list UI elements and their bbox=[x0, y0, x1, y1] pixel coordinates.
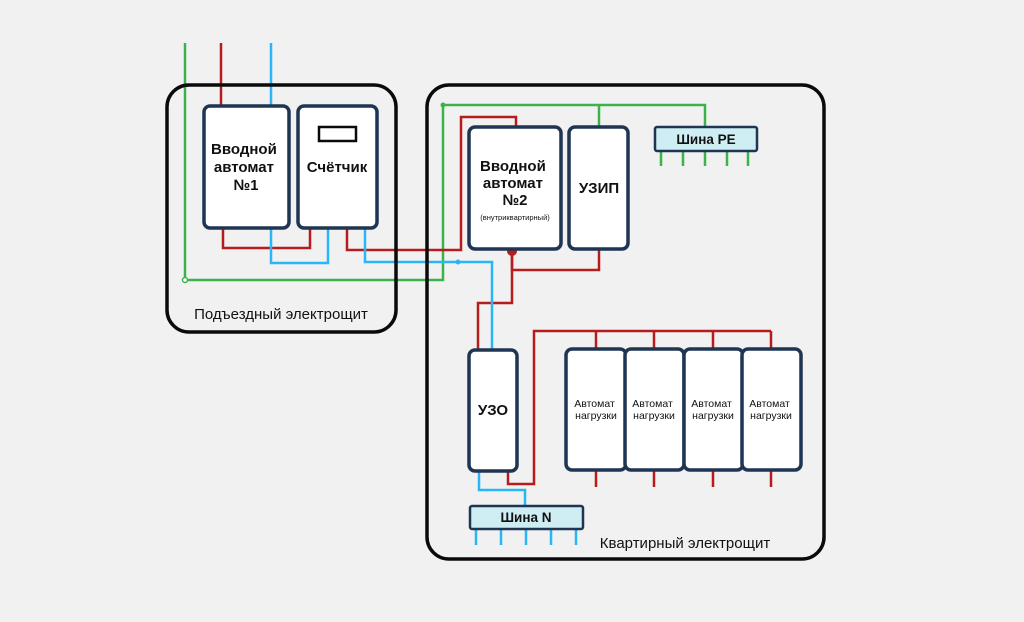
main-breaker-2[interactable]: Вводной автомат №2 (внутриквартирный) bbox=[467, 125, 563, 251]
rcd[interactable]: УЗО bbox=[467, 348, 519, 473]
rcd-label: УЗО bbox=[478, 402, 509, 419]
meter-display-icon bbox=[317, 125, 358, 143]
pe-busbar[interactable]: Шина PE bbox=[653, 125, 759, 153]
meter[interactable]: Счётчик bbox=[296, 104, 379, 230]
meter-label: Счётчик bbox=[307, 159, 368, 176]
main-breaker-2-label: Вводной автомат №2 bbox=[480, 158, 550, 209]
n-busbar[interactable]: Шина N bbox=[468, 504, 585, 531]
phase-wire-spd-return bbox=[510, 249, 601, 272]
main-breaker-1-label: Вводной автомат №1 bbox=[211, 141, 281, 194]
phase-wire-breaker1-to-meter bbox=[221, 227, 312, 250]
wires bbox=[181, 43, 773, 545]
surge-protector-label: УЗИП bbox=[579, 180, 619, 197]
load-breaker-2[interactable]: Автомат нагрузки bbox=[623, 347, 686, 472]
surge-protector[interactable]: УЗИП bbox=[567, 125, 630, 251]
load-breaker-3-label: Автомат нагрузки bbox=[691, 398, 734, 422]
phase-wire-rcd-to-loads bbox=[506, 329, 771, 486]
main-breaker-2-note: (внутриквартирный) bbox=[480, 213, 550, 222]
load-breaker-2-label: Автомат нагрузки bbox=[632, 398, 675, 422]
ground-wire-main bbox=[183, 43, 707, 282]
entrance-panel-label: Подъездный электрощит bbox=[194, 306, 368, 323]
pe-busbar-label: Шина PE bbox=[676, 132, 735, 147]
neutral-wire-breaker1-to-meter bbox=[269, 227, 330, 265]
load-breaker-4[interactable]: Автомат нагрузки bbox=[740, 347, 803, 472]
apartment-panel: Квартирный электрощит bbox=[425, 83, 826, 561]
main-breaker-1[interactable]: Вводной автомат №1 bbox=[202, 104, 291, 230]
n-busbar-label: Шина N bbox=[500, 510, 551, 525]
entrance-panel: Подъездный электрощит bbox=[165, 83, 398, 334]
load-breaker-1[interactable]: Автомат нагрузки bbox=[564, 347, 628, 472]
apartment-panel-label: Квартирный электрощит bbox=[600, 535, 771, 552]
ground-terminal-dot bbox=[181, 276, 189, 284]
ground-junction-dot bbox=[440, 102, 446, 108]
load-breaker-3[interactable]: Автомат нагрузки bbox=[682, 347, 745, 472]
phase-wire-meter-to-breaker2 bbox=[345, 115, 518, 252]
neutral-junction-dot bbox=[455, 259, 461, 265]
load-breaker-1-label: Автомат нагрузки bbox=[574, 398, 617, 422]
phase-wire-breaker2-to-rcd bbox=[476, 250, 514, 351]
neutral-wire-rcd-to-busbar bbox=[477, 470, 527, 507]
load-breaker-4-label: Автомат нагрузки bbox=[749, 398, 792, 422]
